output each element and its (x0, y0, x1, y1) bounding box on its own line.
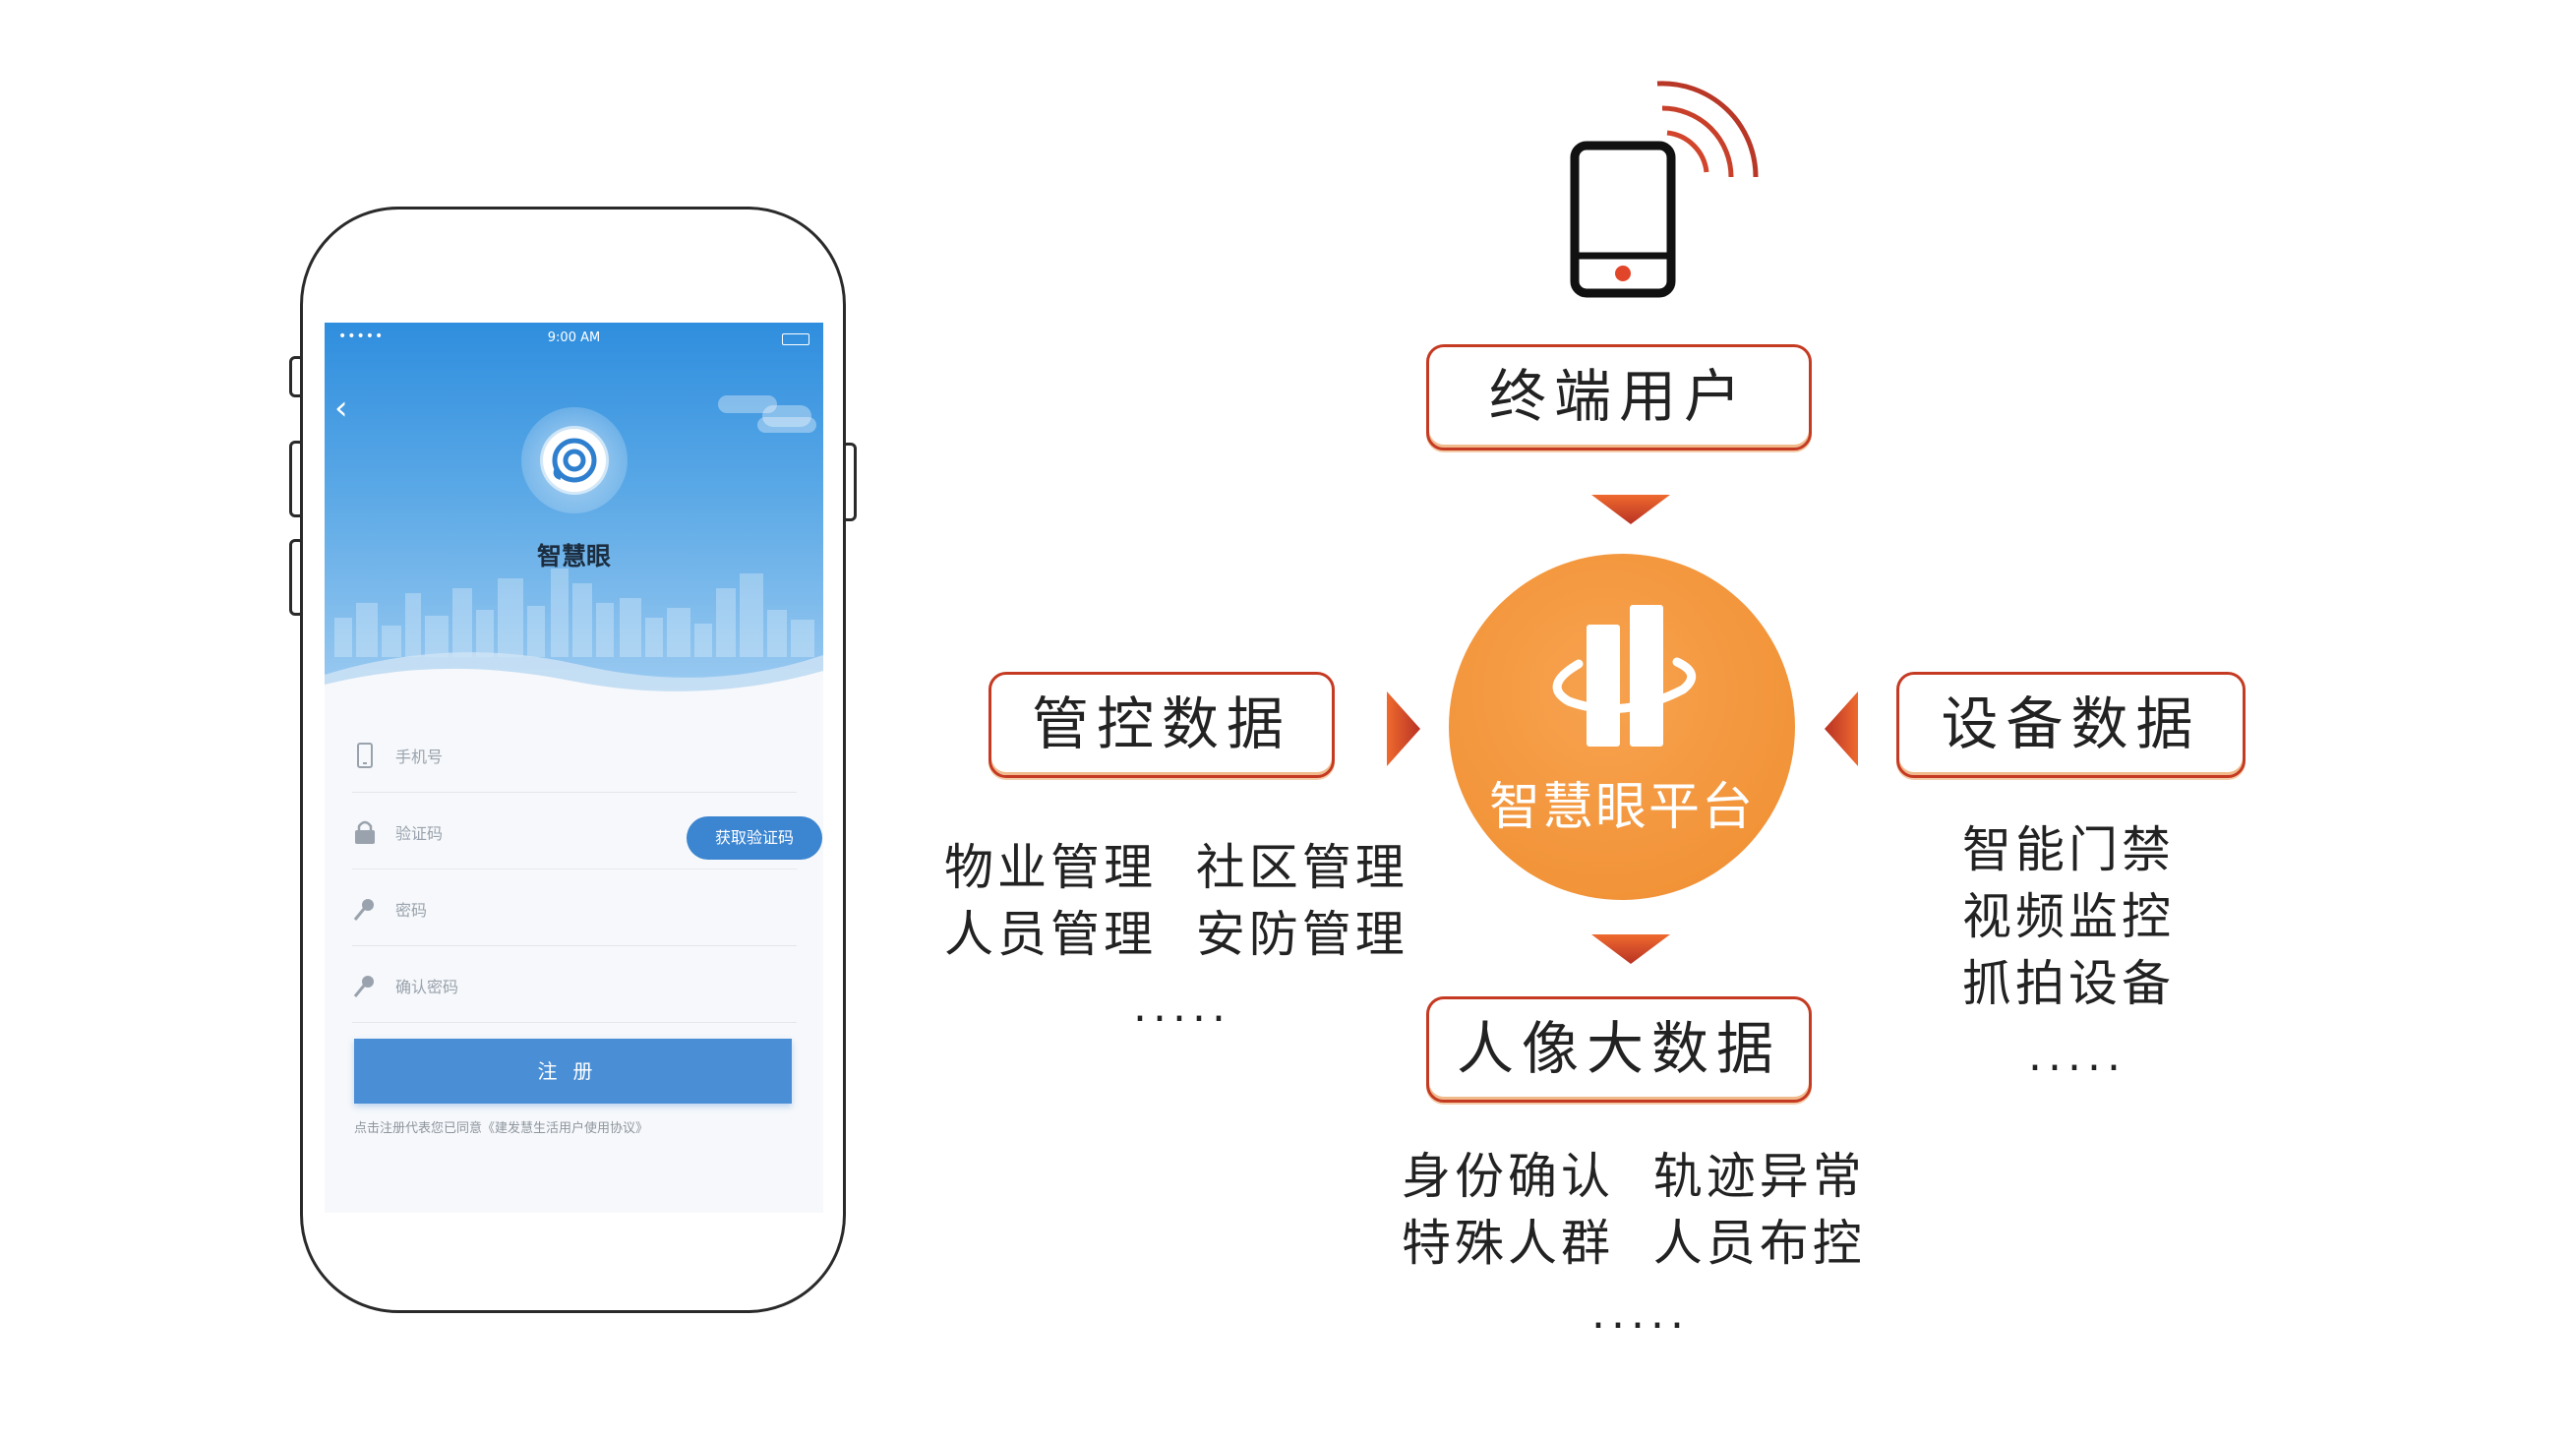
phone-number-field[interactable]: 手机号 (352, 716, 797, 793)
terminal-user-box: 终端用户 (1426, 344, 1812, 450)
get-code-button[interactable]: 获取验证码 (687, 816, 822, 860)
lock-icon (355, 820, 375, 844)
portrait-data-item: 特殊人群 人员布控 (1402, 1215, 1866, 1272)
wave-decoration (325, 652, 823, 714)
confirm-password-field[interactable]: 确认密码 (352, 946, 797, 1023)
screen-header: ••••• 9:00 AM ‹ (325, 323, 823, 714)
app-name: 智慧眼 (536, 542, 611, 570)
agreement-text[interactable]: 点击注册代表您已同意《建发慧生活用户使用协议》 (354, 1121, 649, 1136)
control-data-box: 管控数据 (988, 672, 1335, 778)
status-bar: ••••• 9:00 AM (325, 329, 823, 352)
device-data-item: 智能门禁 (1962, 821, 2175, 878)
arrow-right-left (1387, 691, 1420, 766)
phone-icon (357, 743, 373, 768)
city-skyline (334, 569, 814, 657)
cloud-icon (762, 405, 811, 427)
verification-code-placeholder: 验证码 (395, 824, 444, 843)
eye-logo-icon (543, 429, 606, 492)
arrow-left-right (1825, 691, 1858, 766)
device-data-item: 视频监控 (1962, 888, 2175, 945)
portrait-data-item: 身份确认 轨迹异常 (1402, 1148, 1866, 1205)
app-logo (521, 407, 628, 513)
arrow-down-bottom (1591, 934, 1670, 964)
password-field[interactable]: 密码 (352, 869, 797, 946)
device-data-box: 设备数据 (1896, 672, 2246, 778)
confirm-password-placeholder: 确认密码 (395, 978, 459, 996)
phone-screen: ••••• 9:00 AM ‹ (325, 323, 823, 1213)
password-placeholder: 密码 (395, 901, 428, 920)
control-data-more: ..... (1133, 982, 1231, 1032)
key-icon (353, 899, 374, 921)
phone-number-placeholder: 手机号 (395, 748, 444, 766)
device-data-item: 抓拍设备 (1962, 955, 2175, 1012)
platform-logo-icon (1552, 605, 1697, 747)
status-time: 9:00 AM (547, 330, 601, 345)
back-arrow-icon[interactable]: ‹ (334, 389, 348, 428)
platform-label: 智慧眼平台 (1488, 778, 1755, 837)
device-data-more: ..... (2028, 1031, 2127, 1081)
battery-icon (782, 333, 809, 345)
platform-circle: 智慧眼平台 (1449, 554, 1795, 900)
mobile-terminal-icon (1570, 81, 1759, 298)
control-data-item: 物业管理 社区管理 (944, 839, 1408, 896)
arrow-down-top (1591, 495, 1670, 524)
signal-dots: ••••• (338, 329, 385, 344)
key-icon (353, 976, 374, 997)
control-data-item: 人员管理 安防管理 (944, 906, 1408, 963)
portrait-big-data-box: 人像大数据 (1426, 996, 1812, 1103)
register-button[interactable]: 注册 (354, 1039, 792, 1104)
cloud-icon (757, 417, 816, 433)
verification-code-field[interactable]: 验证码 获取验证码 (352, 793, 822, 869)
portrait-data-more: ..... (1591, 1289, 1690, 1339)
cloud-icon (718, 395, 777, 413)
